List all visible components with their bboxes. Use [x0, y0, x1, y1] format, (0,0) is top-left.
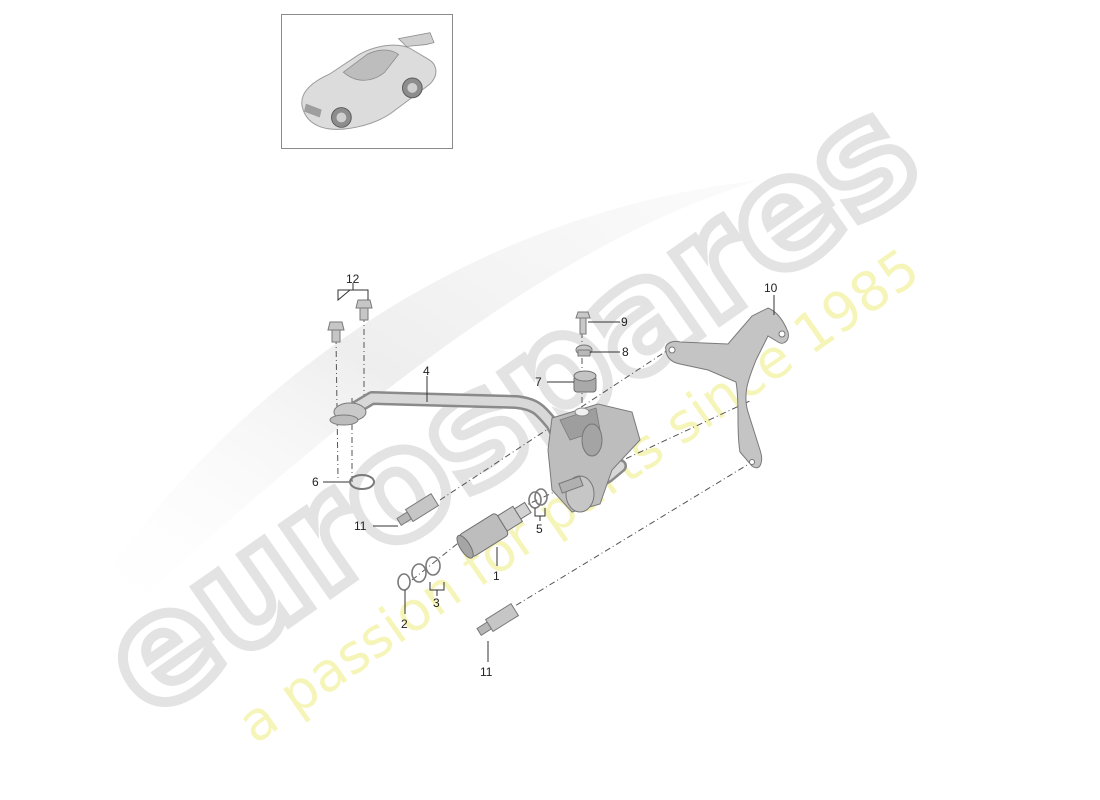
- callout-8[interactable]: 8: [622, 345, 629, 359]
- callout-10[interactable]: 10: [764, 281, 778, 295]
- callout-7[interactable]: 7: [535, 375, 542, 389]
- spacer-sleeve-part-8[interactable]: [575, 344, 593, 357]
- callout-11a[interactable]: 11: [354, 519, 367, 533]
- callout-1[interactable]: 1: [493, 569, 500, 583]
- bolt-part-9[interactable]: [575, 311, 591, 335]
- valve-housing[interactable]: [547, 403, 641, 513]
- callout-11b[interactable]: 11: [480, 665, 493, 679]
- callout-6[interactable]: 6: [312, 475, 319, 489]
- o-ring-part-3b[interactable]: [425, 556, 441, 576]
- vehicle-thumbnail: [281, 14, 453, 149]
- rubber-buffer-part-7[interactable]: [573, 370, 597, 393]
- screw-pair-part-12[interactable]: [327, 299, 373, 343]
- o-ring-part-3a[interactable]: [411, 563, 427, 583]
- callout-5[interactable]: 5: [536, 522, 543, 536]
- leader-lines: [323, 283, 775, 662]
- callout-12[interactable]: 12: [346, 272, 360, 286]
- bracket-part-10[interactable]: [665, 307, 789, 469]
- stud-bolt-part-11b[interactable]: [475, 602, 520, 638]
- valve-body-part-1[interactable]: [454, 497, 535, 561]
- sealing-ring-pair-part-5[interactable]: [528, 488, 548, 509]
- callout-2[interactable]: 2: [401, 617, 408, 631]
- callout-3[interactable]: 3: [433, 596, 440, 610]
- callout-4[interactable]: 4: [423, 364, 430, 378]
- o-ring-part-6[interactable]: [349, 474, 375, 490]
- watermark-swoosh: [80, 180, 760, 610]
- callout-9[interactable]: 9: [621, 315, 628, 329]
- car-icon: [301, 32, 437, 130]
- stud-bolt-part-11a[interactable]: [395, 492, 440, 528]
- sealing-ring-part-2[interactable]: [397, 573, 411, 591]
